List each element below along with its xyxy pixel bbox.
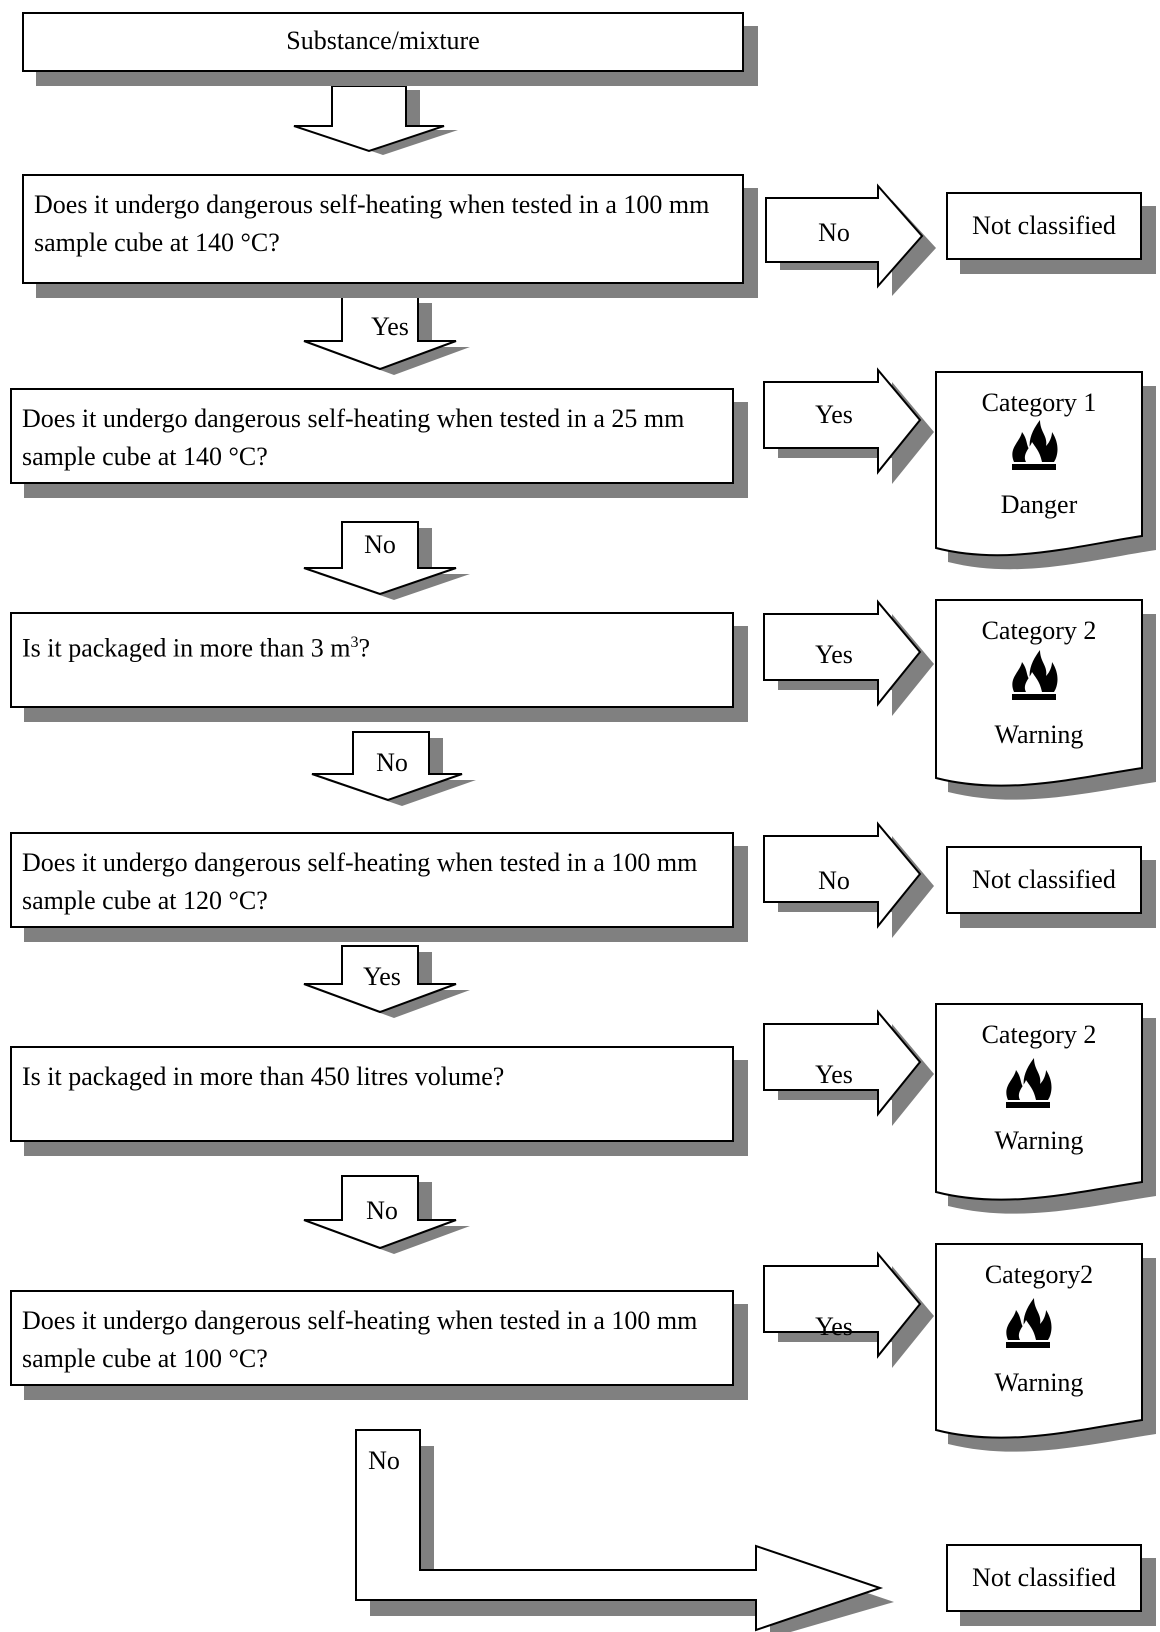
label-q3-no: No [376,748,408,777]
arrow-q6-to-not-classified [355,1429,894,1632]
question-box-5: Is it packaged in more than 450 litres v… [10,1046,734,1142]
result-3-signal: Warning [994,1126,1084,1155]
arrow-q4-to-q5 [303,945,470,1018]
result-3-category: Category 2 [981,1020,1097,1049]
question-text-2: Does it undergo dangerous self-heating w… [22,404,685,471]
label-q5-no: No [366,1196,398,1225]
label-q6-no: No [368,1446,400,1475]
question-box-6: Does it undergo dangerous self-heating w… [10,1290,734,1386]
arrow-q6-yes [763,1251,934,1368]
not-classified-label: Not classified [972,1563,1116,1592]
result-2-signal: Warning [994,720,1084,749]
arrow-q1-to-q2 [303,296,470,375]
question-text-3: Is it packaged in more than 3 m [22,633,351,663]
question-text-5: Is it packaged in more than 450 litres v… [22,1062,505,1091]
label-q2-no: No [364,530,396,559]
not-classified-box-2: Not classified [946,846,1142,914]
result-2-category: Category 2 [981,616,1097,645]
result-doc-1-shape [935,371,1156,570]
question-box-3: Is it packaged in more than 3 m3? [10,612,734,708]
result-doc-3-shape [935,1003,1156,1214]
result-1-signal: Danger [1000,490,1078,519]
result-1-category: Category 1 [981,388,1097,417]
label-q5-yes-right: Yes [815,1060,853,1089]
label-q2-yes-right: Yes [815,400,853,429]
result-4-category: Category2 [984,1260,1094,1289]
result-doc-4-shape [935,1243,1156,1452]
label-q4-no-right: No [818,866,850,895]
question-text-1: Does it undergo dangerous self-heating w… [34,190,710,257]
question-box-4: Does it undergo dangerous self-heating w… [10,832,734,928]
arrow-q4-no [763,821,934,938]
not-classified-box-1: Not classified [946,192,1142,260]
arrow-start-to-q1 [293,85,458,155]
start-box: Substance/mixture [22,12,744,72]
question-3-suffix: ? [358,633,371,663]
arrow-q5-to-q6 [303,1175,470,1254]
arrow-q3-to-q4 [311,731,476,806]
not-classified-label: Not classified [972,211,1116,240]
label-q1-no-right: No [818,218,850,247]
question-text-4: Does it undergo dangerous self-heating w… [22,848,698,915]
arrow-q2-yes [763,367,934,484]
arrow-q5-yes [763,1009,934,1126]
result-doc-2-shape [935,599,1156,800]
label-q3-yes-right: Yes [815,640,853,669]
label-q1-yes: Yes [371,312,409,341]
label-q4-yes: Yes [363,962,401,991]
question-box-2: Does it undergo dangerous self-heating w… [10,388,734,484]
label-q6-yes-right: Yes [815,1312,853,1341]
question-box-1: Does it undergo dangerous self-heating w… [22,174,744,284]
not-classified-label: Not classified [972,865,1116,894]
arrow-q3-yes [763,599,934,716]
result-4-signal: Warning [994,1368,1084,1397]
superscript-3: 3 [350,634,359,651]
arrow-q2-to-q3 [303,521,470,600]
start-label: Substance/mixture [286,26,480,55]
arrow-q1-no [765,183,936,296]
question-text-6: Does it undergo dangerous self-heating w… [22,1306,698,1373]
not-classified-box-3: Not classified [946,1544,1142,1612]
